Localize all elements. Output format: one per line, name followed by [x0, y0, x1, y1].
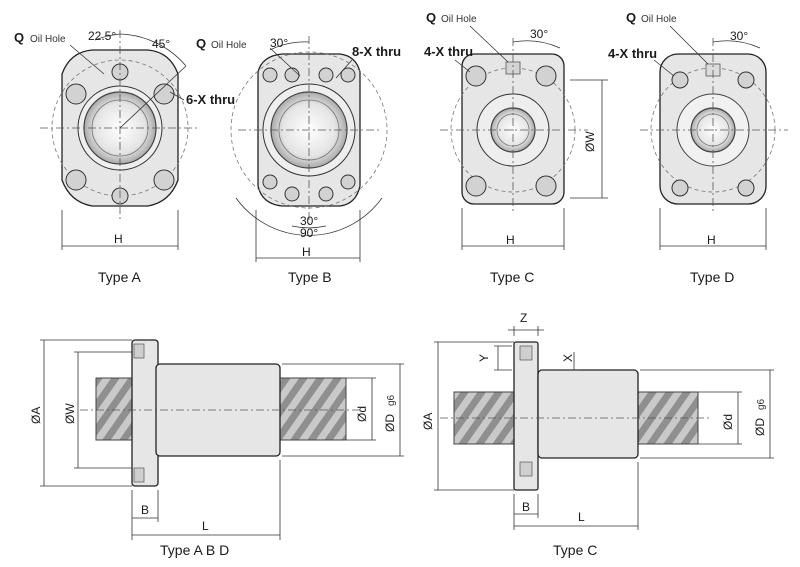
side-c-dim-z: Z — [520, 311, 527, 325]
type-d-hole-label: 4-X thru — [608, 46, 657, 61]
type-a-hole-label: 6-X thru — [186, 92, 235, 107]
type-c-oil-hole-q: Q — [426, 10, 436, 25]
type-b-angle-bottom-outer: 90° — [300, 226, 318, 240]
caption-side-c: Type C — [553, 542, 597, 558]
type-a-angle-45: 45° — [152, 37, 170, 51]
type-d-angle: 30° — [730, 29, 748, 43]
side-c-dim-b: B — [522, 500, 530, 514]
side-c-tolerance: g6 — [756, 398, 767, 410]
type-b-hole-label: 8-X thru — [352, 44, 401, 59]
type-b-oil-hole-label: Oil Hole — [211, 40, 247, 51]
side-abd-dim-w: ØW — [63, 403, 77, 424]
caption-type-a: Type A — [98, 269, 141, 285]
type-b-front-view — [230, 36, 388, 262]
type-d-oil-hole-label: Oil Hole — [641, 14, 677, 25]
type-c-hole-label: 4-X thru — [424, 44, 473, 59]
side-c-dim-D: ØD — [753, 418, 767, 436]
side-abd-tolerance: g6 — [386, 394, 397, 406]
side-abd-dim-a: ØA — [29, 407, 43, 424]
side-view-c — [434, 326, 774, 530]
type-a-angle-22-5: 22.5° — [88, 29, 116, 43]
type-c-front-view — [440, 38, 608, 250]
caption-type-c: Type C — [490, 269, 534, 285]
type-c-angle: 30° — [530, 27, 548, 41]
type-a-dim-h: H — [114, 232, 123, 246]
side-abd-dim-l: L — [202, 519, 209, 533]
type-c-dim-w: ØW — [583, 131, 597, 152]
caption-side-abd: Type A B D — [160, 542, 229, 558]
type-b-angle-top: 30° — [270, 36, 288, 50]
side-c-dim-x: X — [561, 354, 575, 362]
caption-type-b: Type B — [288, 269, 332, 285]
type-c-dim-h: H — [506, 233, 515, 247]
side-abd-dim-b: B — [141, 503, 149, 517]
caption-type-d: Type D — [690, 269, 734, 285]
type-b-dim-h: H — [302, 245, 311, 259]
side-abd-dim-D: ØD — [383, 414, 397, 432]
type-d-oil-hole-q: Q — [626, 10, 636, 25]
type-d-dim-h: H — [707, 233, 716, 247]
side-c-dim-a: ØA — [421, 413, 435, 430]
type-a-oil-hole-q: Q — [14, 30, 24, 45]
type-d-front-view — [640, 38, 788, 250]
side-abd-dim-d: Ød — [355, 406, 369, 422]
type-b-oil-hole-q: Q — [196, 36, 206, 51]
type-c-oil-hole-label: Oil Hole — [441, 14, 477, 25]
side-c-dim-l: L — [578, 510, 585, 524]
type-b-angle-bottom-inner: 30° — [300, 214, 318, 228]
side-c-dim-y: Y — [477, 354, 491, 362]
side-c-dim-d: Ød — [721, 414, 735, 430]
type-a-oil-hole-label: Oil Hole — [30, 34, 66, 45]
type-a-front-view — [40, 30, 200, 250]
side-view-abd — [40, 339, 404, 540]
